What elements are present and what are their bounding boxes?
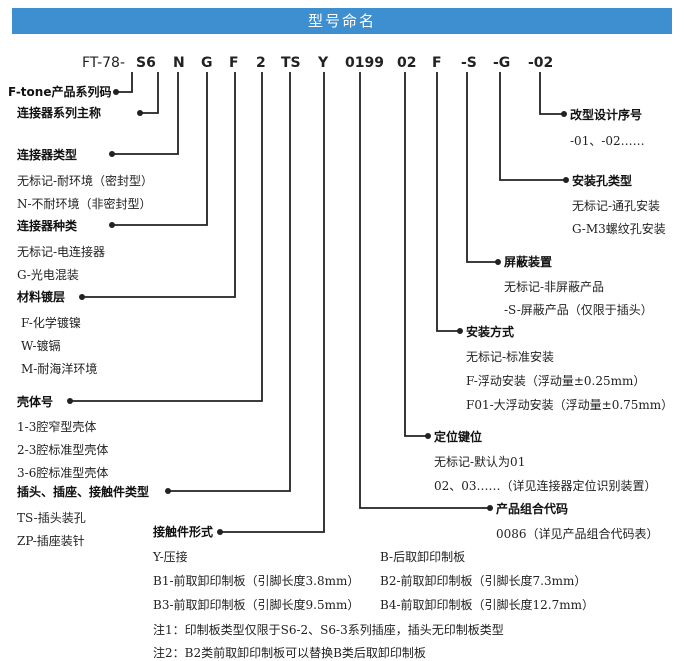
heading-shield: 屏蔽装置 [504, 255, 553, 269]
dot-contact [217, 529, 223, 535]
dot-mounting-hole [563, 177, 569, 183]
plug-item-1: TS-插头装孔 [17, 511, 86, 525]
code-part-02: 02 [397, 55, 417, 71]
line-series [140, 72, 159, 114]
kind-item-2: G-光电混装 [17, 268, 79, 282]
heading-keying: 定位键位 [434, 430, 483, 444]
code-part-g: G [201, 55, 213, 71]
plug-item-2: ZP-插座装针 [17, 534, 85, 548]
code-part-02b: -02 [528, 55, 554, 71]
mounting-item-1: 无标记-标准安装 [466, 350, 555, 364]
heading-contact: 接触件形式 [153, 525, 214, 539]
line-keying [404, 72, 428, 437]
line-brand [116, 72, 133, 93]
code-part-n: N [173, 55, 185, 71]
kind-item-1: 无标记-电连接器 [17, 245, 106, 259]
dot-kind [109, 222, 115, 228]
code-part-0199: 0199 [345, 55, 384, 71]
plating-item-3: M-耐海洋环境 [21, 362, 98, 376]
dot-shell [67, 398, 73, 404]
code-prefix: FT-78- [82, 55, 125, 71]
code-part-s6: S6 [136, 55, 156, 71]
mounting-item-2: F-浮动安装（浮动量±0.25mm） [466, 374, 646, 388]
label-brand: F-tone产品系列码 [8, 85, 112, 99]
contact-item-b4: B4-前取卸印制板（引脚长度12.7mm） [380, 598, 594, 612]
code-part-g2: -G [493, 55, 511, 71]
type-item-2: N-不耐环境（非密封型） [17, 197, 152, 211]
code-part-y: Y [318, 55, 329, 71]
plating-item-2: W-镀镉 [21, 339, 61, 353]
title-banner: 型号命名 [12, 8, 672, 34]
line-type [112, 72, 179, 155]
shield-item-2: -S-屏蔽产品（仅限于插头） [504, 303, 653, 317]
shell-item-2: 2-3腔标准型壳体 [17, 443, 109, 457]
dot-combo [487, 505, 493, 511]
line-shield [466, 72, 498, 263]
dot-keying [425, 433, 431, 439]
dot-brand [113, 89, 119, 95]
shell-item-1: 1-3腔窄型壳体 [17, 420, 97, 434]
heading-plating: 材料镀层 [17, 290, 66, 304]
shield-item-1: 无标记-非屏蔽产品 [504, 280, 605, 294]
mounting-item-3: F01-大浮动安装（浮动量±0.75mm） [466, 398, 674, 412]
contact-item-b1: B1-前取卸印制板（引脚长度3.8mm） [153, 574, 360, 588]
code-part-f: F [229, 55, 239, 71]
line-kind [112, 72, 208, 226]
dot-mounting [457, 328, 463, 334]
keying-item-2: 02、03……（详见连接器定位识别装置） [434, 479, 657, 493]
heading-revision: 改型设计序号 [570, 108, 643, 122]
heading-shell: 壳体号 [17, 395, 54, 409]
contact-item-b2: B2-前取卸印制板（引脚长度7.3mm） [380, 574, 587, 588]
dot-type [109, 151, 115, 157]
dot-revision [561, 111, 567, 117]
code-part-ts: TS [281, 55, 301, 71]
code-part-f2: F [432, 55, 442, 71]
line-shell [70, 72, 263, 402]
revision-item-1: -01、-02…… [570, 134, 645, 148]
line-mounting [436, 72, 460, 332]
combo-item-1: 0086（详见产品组合代码表） [496, 527, 659, 541]
keying-item-1: 无标记-默认为01 [434, 455, 526, 469]
heading-mounting-hole: 安装孔类型 [572, 174, 633, 188]
mounting-hole-item-1: 无标记-通孔安装 [572, 199, 661, 213]
line-mounting-hole [499, 72, 566, 181]
line-plating [82, 72, 236, 298]
plating-item-1: F-化学镀镍 [21, 316, 81, 330]
line-plug [168, 72, 291, 492]
heading-combo: 产品组合代码 [496, 502, 569, 516]
shell-item-3: 3-6腔标准型壳体 [17, 466, 109, 480]
heading-mounting: 安装方式 [466, 325, 515, 339]
note-1: 注1：印制板类型仅限于S6-2、S6-3系列插座，插头无印制板类型 [153, 623, 504, 637]
heading-type: 连接器类型 [17, 148, 78, 162]
code-part-2: 2 [256, 55, 266, 71]
dot-plating [79, 294, 85, 300]
heading-kind: 连接器种类 [17, 219, 78, 233]
mounting-hole-item-2: G-M3螺纹孔安装 [572, 222, 666, 236]
code-part-s: -S [461, 55, 477, 71]
dot-plug [165, 488, 171, 494]
line-revision [539, 72, 564, 115]
label-series: 连接器系列主称 [17, 106, 102, 120]
dot-series [137, 110, 143, 116]
heading-plug: 插头、插座、接触件类型 [17, 485, 150, 499]
contact-item-y: Y-压接 [153, 550, 188, 564]
dot-shield [495, 259, 501, 265]
line-contact [220, 72, 325, 533]
note-2: 注2：B2类前取卸印制板可以替换B类后取卸印制板 [153, 646, 426, 660]
line-combo [359, 72, 490, 509]
contact-item-b3: B3-前取卸印制板（引脚长度9.5mm） [153, 598, 360, 612]
type-item-1: 无标记-耐环境（密封型） [17, 174, 154, 188]
contact-item-b: B-后取卸印制板 [380, 550, 466, 564]
